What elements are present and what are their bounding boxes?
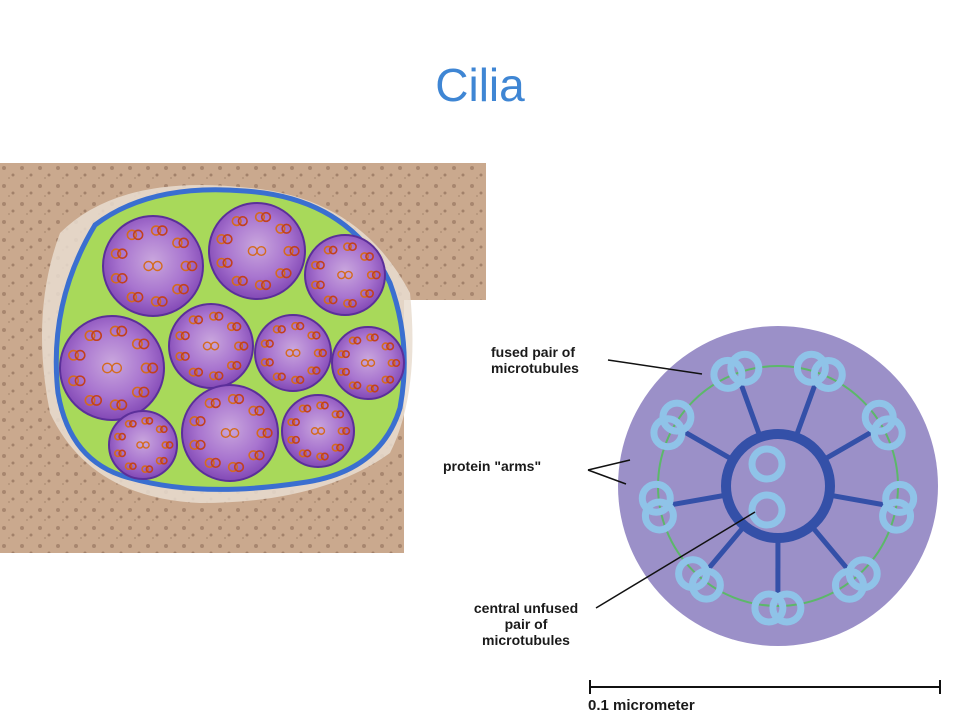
outer-doublets (638, 350, 918, 626)
central-sheath (721, 429, 835, 543)
microtubule-doublet (831, 556, 881, 603)
cilium-cross-section (331, 326, 405, 400)
microtubule-doublet (793, 350, 846, 392)
cilium-cross-section (108, 410, 178, 480)
cilium-cross-section (59, 315, 165, 421)
microtubule-doublet (675, 556, 724, 603)
cilium-cross-section (208, 202, 306, 300)
cilium-cross-section (254, 314, 332, 392)
cilium-cross-section (281, 394, 355, 468)
label-protein-arms: protein "arms" (443, 458, 542, 474)
scale-bar-label: 0.1 micrometer (588, 697, 695, 714)
microtubule-doublet (879, 480, 918, 534)
pointer-arms-1 (587, 459, 631, 471)
microtubule-doublet (638, 480, 677, 534)
slide-title: Cilia (435, 59, 525, 111)
cilia-micrograph (0, 163, 486, 553)
pointer-central (595, 511, 756, 609)
microtubule-doublet (861, 399, 906, 451)
axoneme-diagram (587, 326, 941, 694)
cilium-cross-section (304, 234, 386, 316)
cilium-cross-section (102, 215, 204, 317)
microtubule-doublet (650, 399, 695, 451)
cilium-disc (618, 326, 938, 646)
cilium-cross-section (181, 384, 279, 482)
pointer-fused (607, 359, 703, 375)
scale-bar (589, 680, 941, 694)
pointer-arms-2 (587, 469, 627, 485)
radial-spokes (671, 383, 885, 595)
cilium-cross-section (168, 303, 254, 389)
label-fused-pair: fused pair of microtubules (491, 344, 579, 376)
central-pair (748, 445, 786, 529)
microtubule-doublet (751, 590, 805, 626)
label-central-pair: central unfused pair of microtubules (473, 600, 579, 648)
microtubule-doublet (710, 350, 763, 392)
